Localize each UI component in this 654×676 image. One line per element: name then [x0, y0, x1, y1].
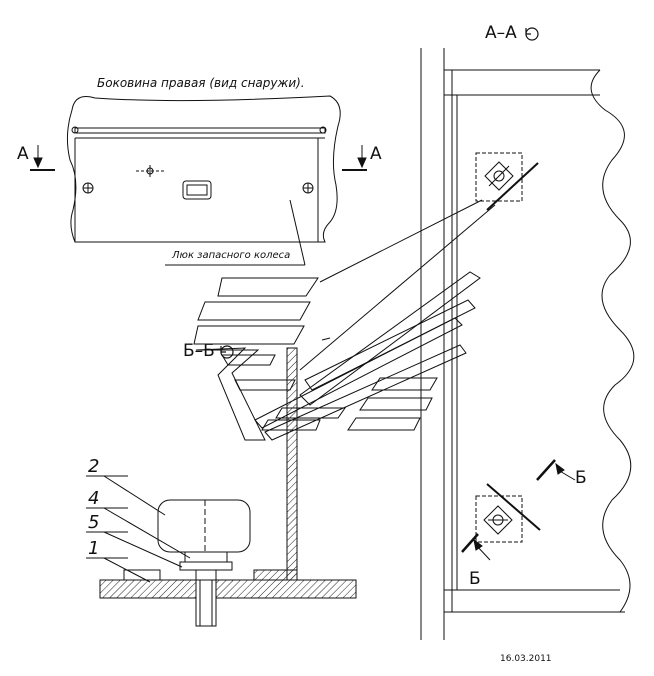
section-bb-view [86, 347, 357, 627]
cut-mark-b-lower [461, 533, 491, 561]
leader-4 [103, 507, 191, 559]
leader-1 [103, 557, 151, 583]
part-number-5: 5 [88, 512, 100, 533]
washer [179, 561, 233, 571]
chevron-strips [193, 271, 481, 441]
side-view-title: Боковина правая (вид снаружи). [97, 76, 305, 90]
side-panel-top-rail [74, 127, 326, 134]
washer-base [123, 569, 161, 581]
floor-plate [99, 579, 357, 599]
cut-mark-a-left [30, 145, 55, 171]
rail-end-right [319, 126, 327, 134]
vertical-bracket [286, 347, 298, 581]
hatch-label: Люк запасного колеса [172, 250, 291, 261]
side-panel-latch [182, 180, 212, 200]
cut-mark-a-right [342, 145, 367, 171]
knob [157, 499, 251, 553]
section-aa-view [299, 48, 635, 640]
drawing-date: 16.03.2011 [500, 654, 552, 664]
leader-5 [103, 531, 183, 568]
side-panel-outline [66, 95, 341, 243]
cut-a-left-label: А [17, 144, 29, 164]
rotation-symbol-bb [220, 345, 234, 359]
rotation-symbol-aa [525, 27, 539, 41]
hatch-leader [289, 199, 306, 266]
section-aa-label: А–А [485, 23, 517, 43]
upper-fastener-zone [475, 152, 523, 202]
upper-fastener [484, 161, 514, 191]
part-number-2: 2 [88, 456, 100, 477]
section-bb-label: Б–Б [183, 341, 215, 361]
cut-b-upper-label: Б [575, 468, 587, 488]
lower-fastener [483, 505, 513, 535]
break-line [590, 69, 635, 613]
part-number-1: 1 [88, 538, 100, 559]
horizontal-bracket [253, 569, 298, 581]
leader-2 [103, 475, 166, 516]
cut-b-lower-label: Б [469, 569, 481, 589]
cut-a-right-label: А [370, 144, 382, 164]
part-number-4: 4 [88, 488, 100, 509]
bolt [195, 569, 217, 627]
nut [184, 551, 228, 563]
rail-end-left [71, 126, 79, 134]
cut-mark-b-upper [536, 459, 576, 481]
lower-fastener-zone [475, 495, 523, 543]
side-panel-view [66, 95, 341, 266]
